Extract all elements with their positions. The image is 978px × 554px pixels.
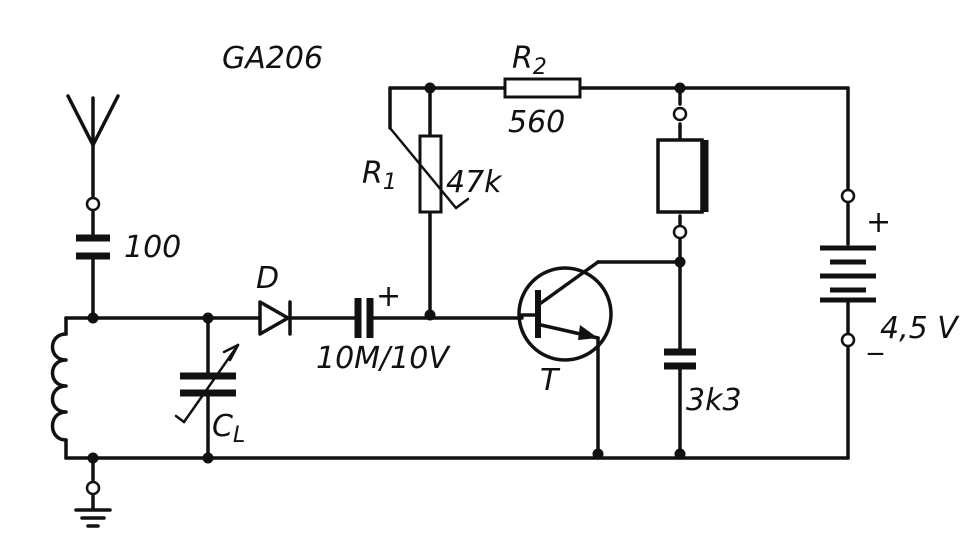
resistor-r1-potentiometer	[388, 126, 470, 214]
junction-dots	[87, 82, 686, 464]
transistor-type-label: GA206	[222, 41, 323, 76]
tuning-coil-icon	[50, 332, 68, 442]
tuning-capacitor	[174, 343, 240, 424]
transistor-name-label: T	[540, 363, 561, 398]
battery-voltage-label: 4,5 V	[880, 311, 960, 346]
r2-value-label: 560	[508, 105, 565, 140]
open-terminals	[85, 106, 856, 496]
antenna-icon	[66, 94, 120, 147]
tuning-cap-name-label: CL	[212, 409, 245, 448]
r2-name-label: R2	[512, 41, 547, 80]
coupling-capacitor	[354, 298, 374, 338]
resistor-r2	[503, 77, 582, 99]
transistor-icon	[517, 260, 613, 362]
diode-name-label: D	[256, 261, 279, 296]
battery-positive-label: +	[866, 205, 891, 240]
ground-icon	[74, 508, 112, 528]
bypass-capacitor	[664, 348, 696, 370]
coupling-cap-polarity-label: +	[376, 279, 401, 314]
coupling-cap-value-label: 10M/10V	[316, 341, 451, 376]
antenna-capacitor	[76, 234, 110, 260]
r1-value-label: 47k	[446, 165, 503, 200]
earpiece-icon	[656, 138, 709, 214]
battery-negative-label: _	[867, 321, 884, 356]
bypass-cap-value-label: 3k3	[686, 383, 742, 418]
antenna-cap-value-label: 100	[124, 230, 181, 265]
diode-icon	[258, 300, 292, 336]
circuit-wires	[64, 86, 850, 510]
r1-name-label: R1	[362, 156, 397, 195]
battery-icon	[820, 245, 876, 303]
